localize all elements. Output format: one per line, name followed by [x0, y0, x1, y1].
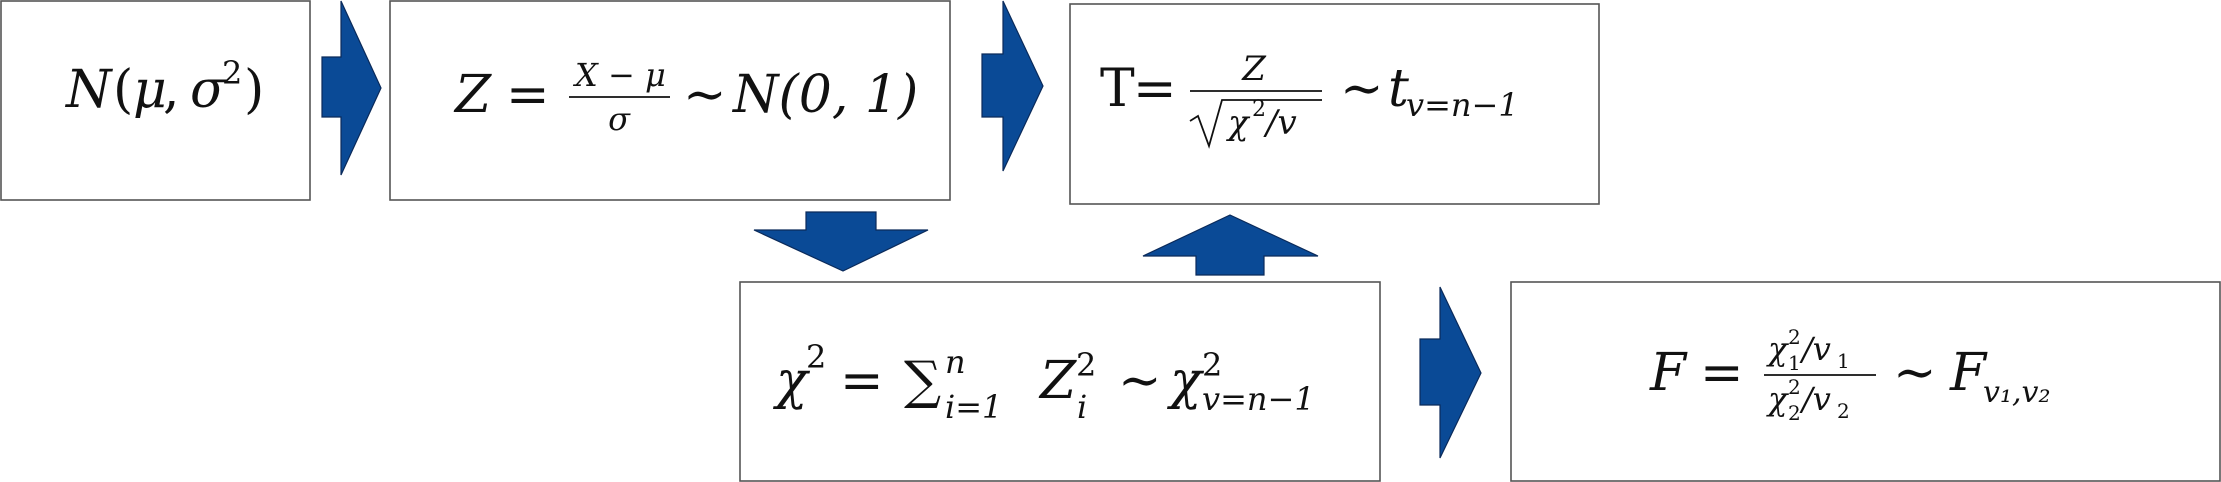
f-den-sub: 2: [1788, 401, 1801, 425]
normal-open: (: [113, 60, 133, 120]
chi-rhs-sub: v=n−1: [1202, 380, 1315, 418]
f-den-sup: 2: [1788, 375, 1801, 399]
z-num: X − μ: [572, 56, 666, 94]
chi-sum-sup: n: [945, 343, 966, 381]
normal-sigma: σ: [190, 60, 227, 120]
f-sim: ∼: [1893, 343, 1937, 403]
f-num-chi: χ: [1766, 330, 1789, 368]
f-den-vsub: 2: [1837, 399, 1850, 423]
t-eq: =: [1133, 59, 1177, 119]
z-sim: ∼: [683, 65, 727, 125]
chi-sum: ∑: [904, 351, 941, 411]
arrow-right-2: [981, 0, 1044, 172]
t-lhs: T: [1100, 59, 1135, 119]
t-rhs: t: [1388, 59, 1409, 119]
arrow-up: [1142, 214, 1319, 276]
chi-lhs: χ: [772, 351, 811, 411]
f-lhs: F: [1649, 343, 1688, 403]
f-num-sup: 2: [1788, 325, 1801, 349]
z-eq: =: [506, 65, 550, 125]
f-num-slash: /v: [1799, 330, 1831, 368]
normal-comma: ,: [163, 60, 180, 120]
box-z: Z = X − μ σ ∼ N(0, 1): [389, 0, 951, 201]
f-den-chi: χ: [1766, 380, 1789, 418]
chi-sum-sub: i=1: [945, 388, 1002, 426]
box-normal: N ( μ , σ 2 ): [0, 0, 311, 201]
normal-mu: μ: [133, 60, 167, 120]
normal-close: ): [244, 60, 264, 120]
arrow-right-1: [321, 0, 382, 176]
sqrt-sign: [1189, 99, 1322, 149]
chi-eq: =: [840, 351, 884, 411]
chi-term: Z: [1038, 351, 1077, 411]
arrow-right-3: [1419, 286, 1482, 459]
t-num: Z: [1241, 49, 1267, 89]
chi-rhs-sup: 2: [1202, 346, 1222, 384]
box-chi: χ 2 = ∑ n i=1 Z 2 i ∼ χ 2 v=n−1: [739, 281, 1381, 482]
t-sub: v=n−1: [1406, 86, 1519, 124]
box-f: F = χ 2 1 /v 1 χ 2 2 /v 2 ∼ F v₁,v₂: [1510, 281, 2221, 482]
chi-term-sub: i: [1077, 388, 1087, 426]
f-rhs: F: [1949, 343, 1988, 403]
f-den-slash: /v: [1799, 380, 1831, 418]
t-den-chi: χ: [1226, 103, 1251, 143]
chi-rhs: χ: [1166, 351, 1205, 411]
box-t: T = Z χ 2 /v ∼ t v=n−1: [1069, 3, 1600, 205]
t-sim: ∼: [1340, 59, 1384, 119]
f-num-sub: 1: [1788, 351, 1801, 375]
chi-sq: 2: [806, 338, 826, 376]
z-den: σ: [608, 100, 631, 138]
z-rhs: N(0, 1): [731, 65, 918, 125]
normal-sq: 2: [222, 54, 242, 92]
normal-func: N: [64, 60, 113, 120]
t-den-rest: /v: [1263, 103, 1297, 143]
z-lhs: Z: [453, 65, 492, 125]
t-den-sq: 2: [1252, 97, 1266, 122]
chi-sim: ∼: [1118, 351, 1162, 411]
chi-term-sup: 2: [1076, 346, 1096, 384]
f-num-vsub: 1: [1837, 349, 1850, 373]
arrow-down: [753, 211, 929, 272]
f-eq: =: [1700, 343, 1744, 403]
f-rhs-sub: v₁,v₂: [1983, 375, 2051, 410]
